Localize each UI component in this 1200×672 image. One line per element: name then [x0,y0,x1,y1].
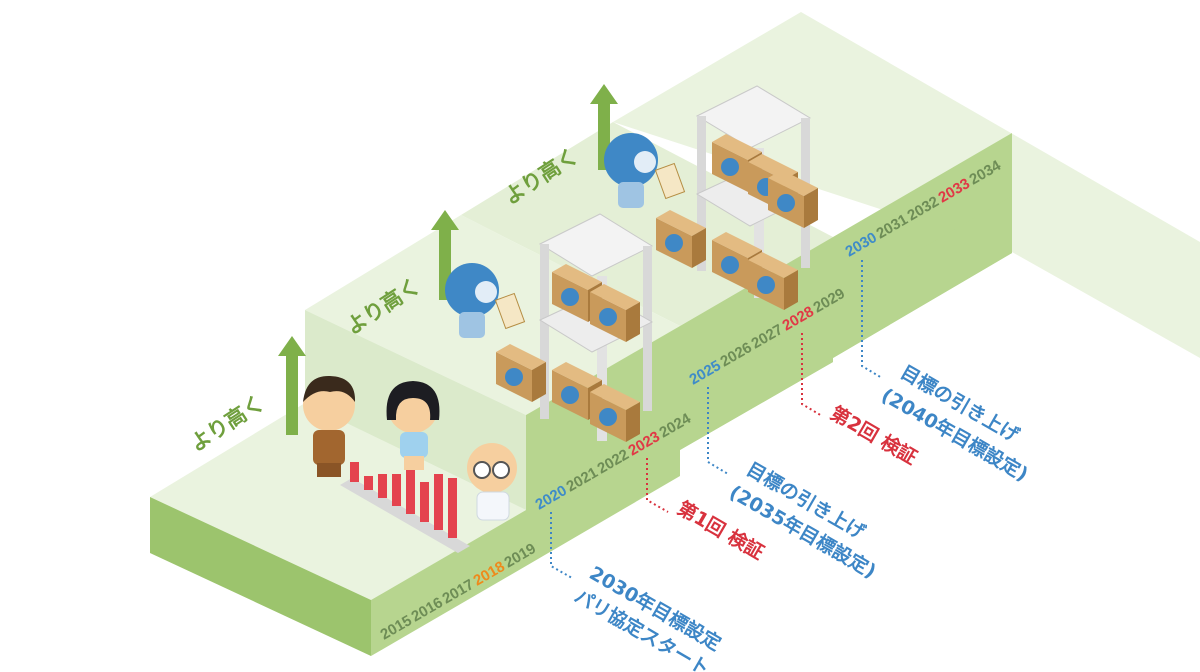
suit [313,430,345,465]
step4-front-lower [833,196,1012,358]
bar-chart-prop-bar [448,478,457,538]
globe-box [496,344,546,402]
lab-coat [476,491,510,521]
globe-icon [599,408,617,426]
globe-icon [777,194,795,212]
globe-icon [665,234,683,252]
overalls [618,182,644,208]
leader-raise2 [861,260,883,379]
bar-chart-base [340,478,470,553]
leader-review2 [801,333,823,417]
rack-post [597,276,607,441]
globe-box [768,170,818,228]
hair [386,381,440,420]
legs [404,456,424,470]
leader-raise1 [707,387,729,475]
step1-top [150,403,526,600]
worker-figure-2 [604,133,686,208]
bar-chart-prop-bar [392,474,401,506]
worker-figure-1 [445,263,526,338]
helmet-icon [604,133,658,187]
leader-review1 [646,458,669,513]
up-arrow-icon [431,210,459,300]
bar-chart-prop-bar [420,482,429,522]
clipboard-icon [494,292,526,330]
head [467,443,517,493]
globe-icon [561,288,579,306]
staircase [150,12,1200,656]
step2-front-lower [526,420,680,566]
globe-icon [634,151,656,173]
globe-box [656,210,706,268]
step1-left-side [150,497,371,656]
bar-chart-prop-bar [406,470,415,514]
globe-icon [757,276,775,294]
step2-top [305,215,680,415]
bar-chart-prop-bar [378,474,387,498]
professor-figure [467,443,517,521]
glasses-icon [492,461,510,479]
glasses-icon [473,461,491,479]
bar-chart-prop-bar [364,476,373,490]
clipboard-icon [654,162,686,200]
leader-start [550,512,573,579]
globe-boxes [496,134,818,442]
businessman-figure [303,375,356,477]
globe-icon [721,256,739,274]
globe-icon [599,308,617,326]
step1-front [371,510,526,656]
globe-box [590,284,640,342]
legs [317,463,341,477]
annotation-raise1: 目標の引き上げ (2035年目標設定) [726,457,881,583]
globe-icon [505,368,523,386]
annotation-raise2: 目標の引き上げ (2040年目標設定) [878,360,1033,486]
rack-post [754,148,764,298]
step3-front-lower [680,300,833,450]
globe-icon [475,281,497,303]
hair [303,375,356,402]
annotation-start: 2030年目標設定 パリ協定スタート [571,561,726,672]
overalls [459,312,485,338]
leader-lines [550,260,883,579]
bar-chart-prop [340,462,470,553]
bar-chart-prop-bar [434,474,443,530]
helmet-icon [445,263,499,317]
globe-icon [561,386,579,404]
up-arrow-icon [590,84,618,170]
bar-chart-prop-bar [350,462,359,482]
globe-icon [721,158,739,176]
girl-figure [386,381,440,470]
rack-post [540,244,549,419]
up-arrow-icon [278,336,306,435]
rack-post [643,246,652,411]
globe-box [748,252,798,310]
globe-box [590,384,640,442]
blouse [400,432,428,458]
